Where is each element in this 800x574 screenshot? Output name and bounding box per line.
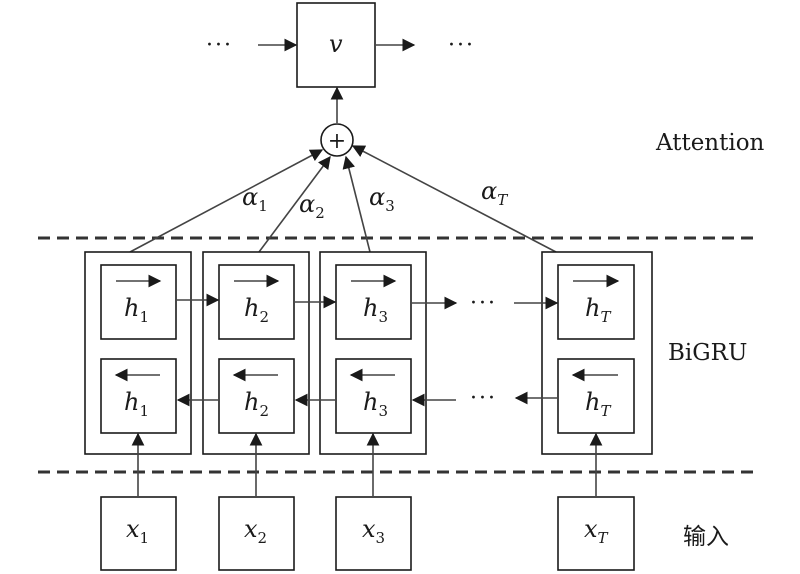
input-label-3: x3 [362,515,385,547]
backward-state-1 [100,358,177,434]
input-node-T: xT [557,496,635,571]
forward-state-2 [218,264,295,340]
bigru-cell-3: h3 h3 [319,251,427,455]
bigru-cell-2: h2 h2 [202,251,310,455]
attention-weight-3: α3 [369,183,395,215]
forward-state-1 [100,264,177,340]
bigru-layer-label: BiGRU [668,340,747,366]
input-layer-label: 输入 [683,524,729,550]
attention-line-3 [342,155,371,253]
forward-state-3 [335,264,412,340]
backward-state-label-T: hT [585,388,611,420]
attention-line-T [351,145,557,253]
backward-state-3 [335,358,412,434]
attention-line-1 [129,149,324,253]
attention-weight-1: α1 [242,183,268,215]
input-node-2: x2 [218,496,295,571]
input-node-1: x1 [100,496,177,571]
attention-layer-label: Attention [655,130,765,156]
backward-state-label-2: h2 [244,388,269,420]
output-ellipsis-left: ··· [206,33,233,58]
output-node: v [296,2,376,88]
attention-weight-2: α2 [299,190,325,222]
forward-ellipsis: ··· [470,291,497,316]
forward-state-label-2: h2 [244,294,269,326]
forward-state-label-1: h1 [124,294,149,326]
forward-state-label-3: h3 [363,294,388,326]
sum-node: + [320,123,354,157]
backward-state-label-3: h3 [363,388,388,420]
input-label-1: x1 [126,515,149,547]
input-label-T: xT [584,515,609,547]
forward-state-T [557,264,635,340]
bigru-cell-1: h1 h1 [84,251,192,455]
input-label-2: x2 [244,515,267,547]
output-ellipsis-right: ··· [448,33,475,58]
attention-weight-T: αT [481,177,508,209]
input-node-3: x3 [335,496,412,571]
sum-symbol: + [328,129,346,154]
backward-state-T [557,358,635,434]
bigru-cell-T: hT hT [541,251,653,455]
forward-state-label-T: hT [585,294,611,326]
output-symbol: v [329,30,343,58]
attention-line-2 [258,155,331,253]
backward-ellipsis: ··· [470,386,497,411]
backward-state-label-1: h1 [124,388,149,420]
